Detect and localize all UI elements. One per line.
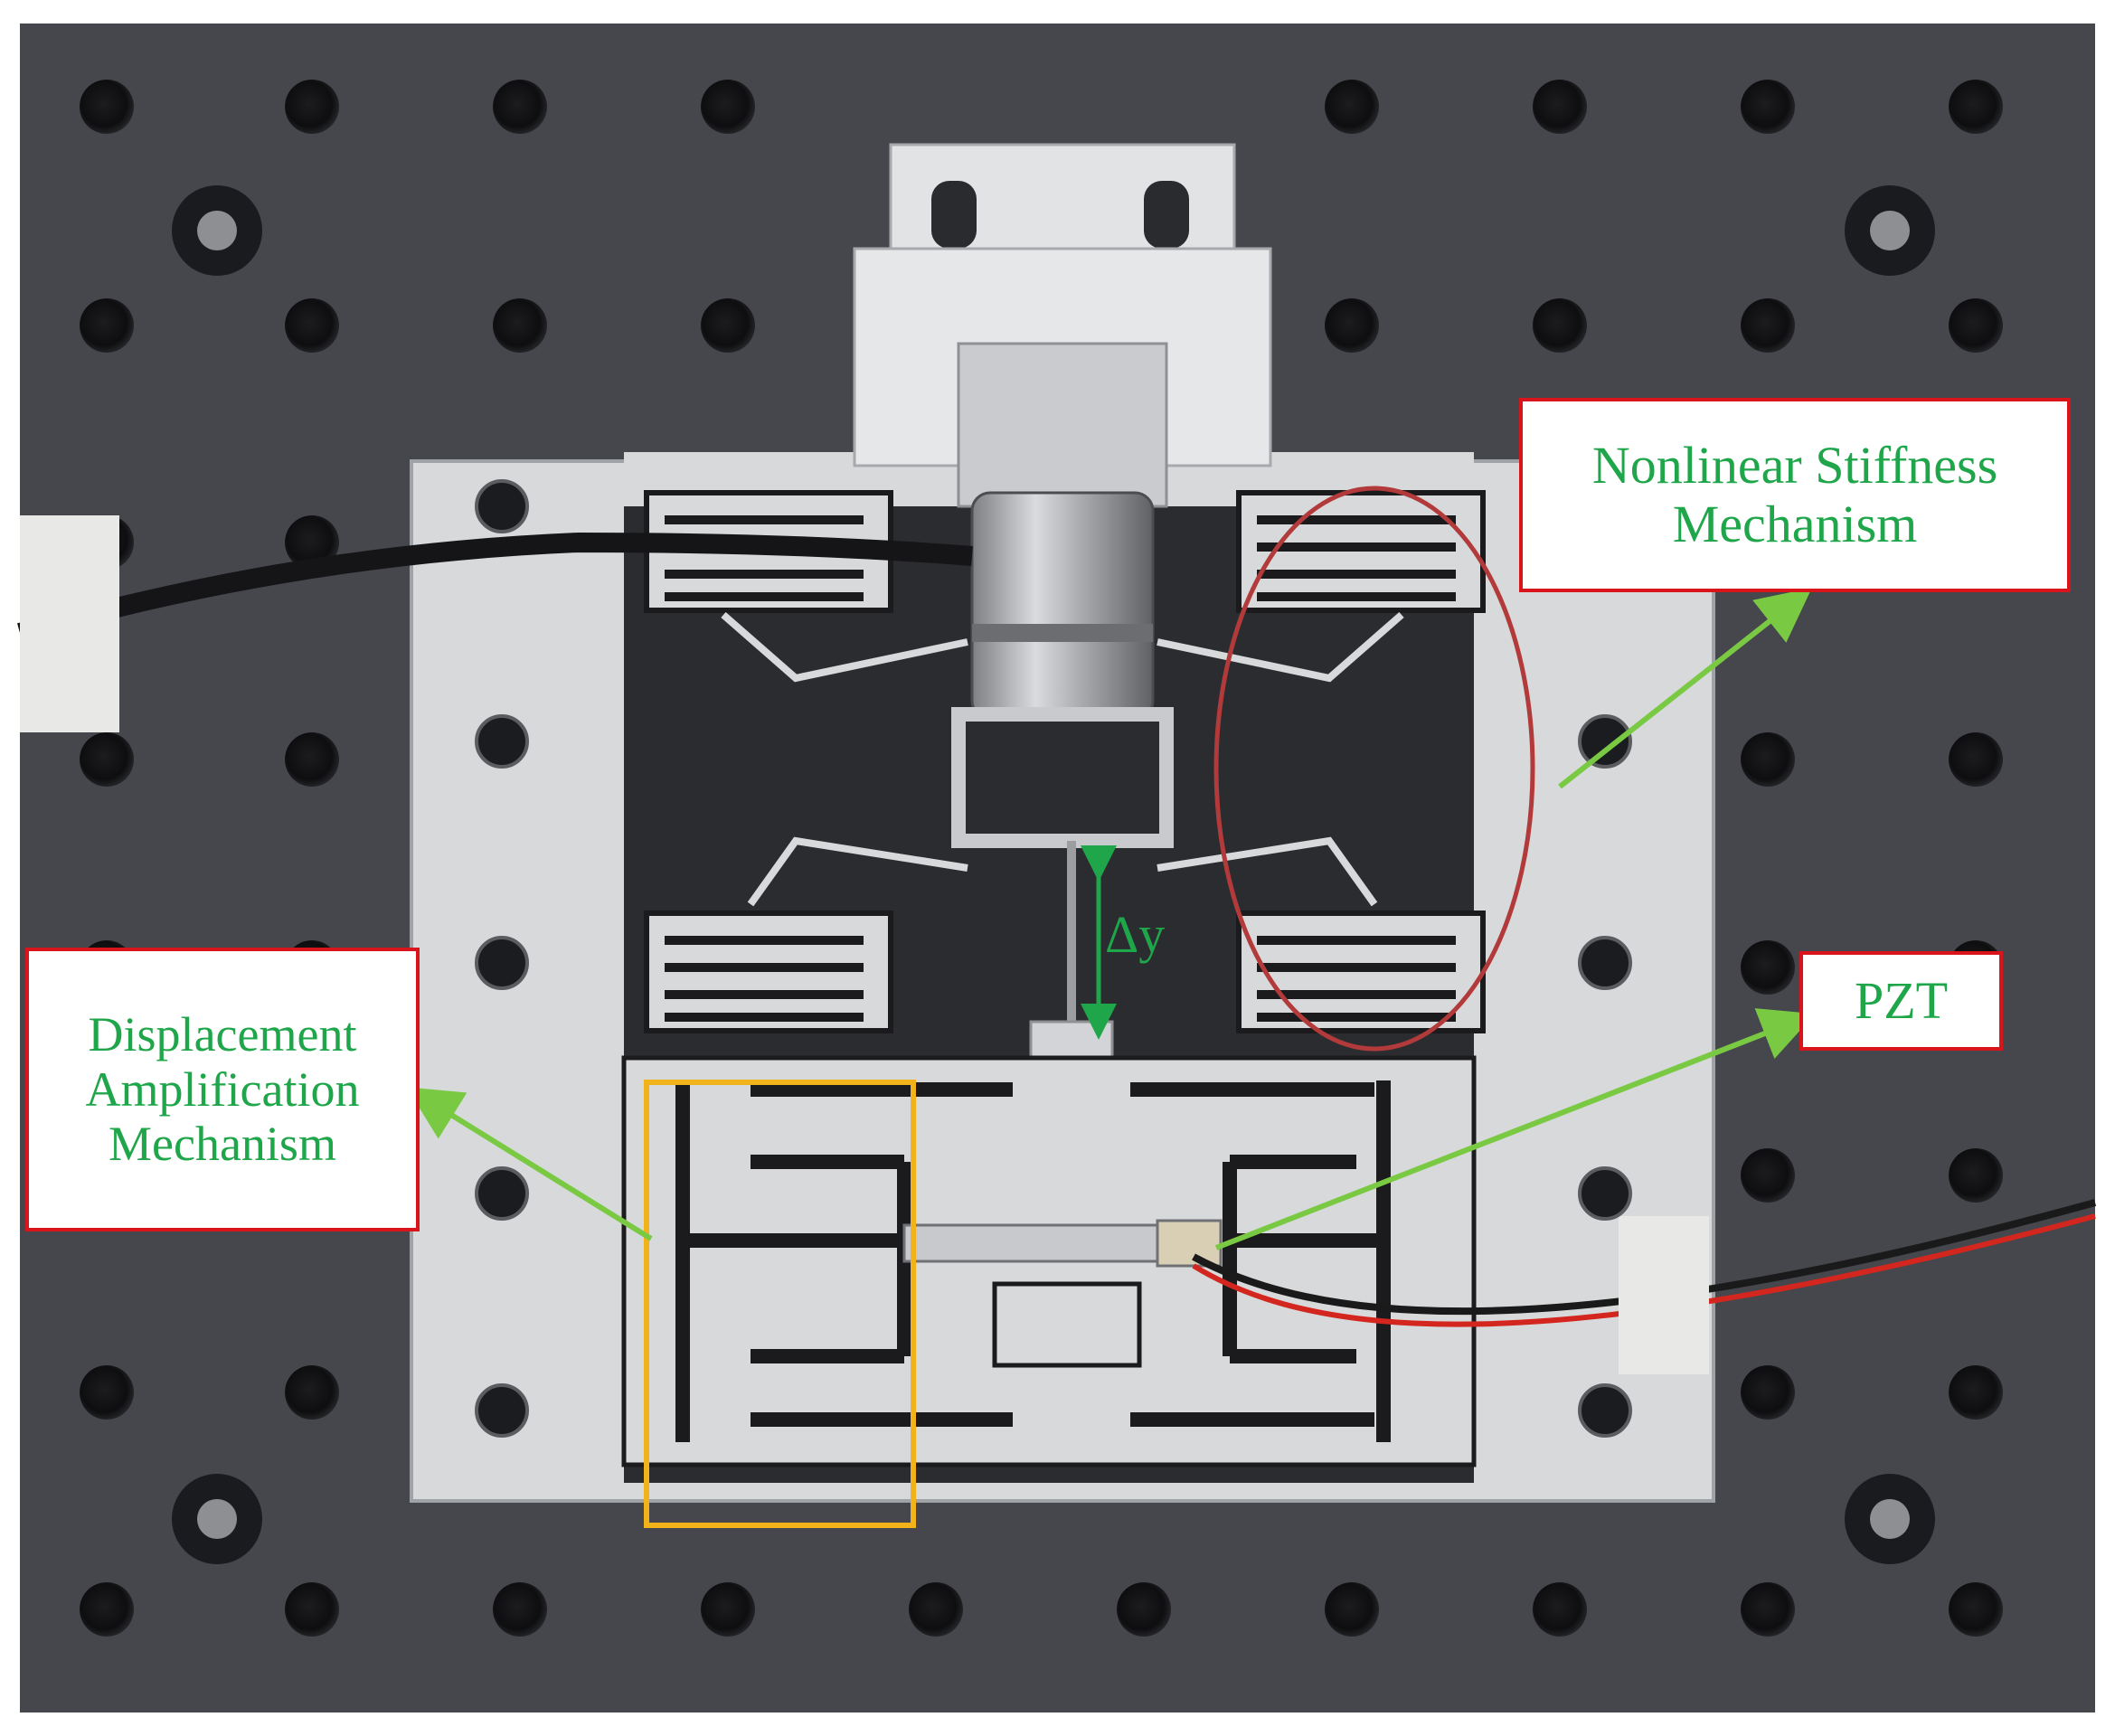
breadboard-hole xyxy=(80,732,134,787)
breadboard-hole xyxy=(701,298,755,353)
pzt-wire-red xyxy=(1192,1213,2096,1327)
breadboard-hole xyxy=(493,80,547,134)
callout-pzt: PZT xyxy=(1799,951,2003,1051)
breadboard-hole xyxy=(80,80,134,134)
breadboard-hole xyxy=(285,732,339,787)
breadboard-hole xyxy=(1949,80,2003,134)
breadboard-hole xyxy=(1949,732,2003,787)
flexure-beams xyxy=(721,611,1404,907)
nonlinear-stiffness-ellipse xyxy=(1213,486,1535,1052)
delta-y-label: Δy xyxy=(1105,905,1166,964)
callout-nonlinear-line1: Nonlinear Stiffness xyxy=(1591,435,1998,495)
breadboard-hole xyxy=(80,1582,134,1637)
spring-slots xyxy=(665,515,1456,1022)
breadboard-hole xyxy=(1533,1582,1587,1637)
breadboard-hole xyxy=(701,80,755,134)
breadboard-hole xyxy=(493,298,547,353)
breadboard-hole xyxy=(285,1582,339,1637)
breadboard-hole xyxy=(493,1582,547,1637)
breadboard-hole xyxy=(1533,80,1587,134)
top-mount xyxy=(853,143,1272,508)
breadboard-holes xyxy=(80,80,2003,1637)
breadboard-hole xyxy=(1741,1148,1795,1203)
breadboard-hole xyxy=(80,1365,134,1420)
amplification-highlight-box xyxy=(644,1080,916,1528)
callout-nonlinear-line2: Mechanism xyxy=(1672,494,1918,553)
amplification-frame xyxy=(621,1055,1477,1467)
callout-pzt-label: PZT xyxy=(1854,970,1949,1030)
left-cable xyxy=(17,532,973,643)
base-screws xyxy=(475,479,1632,1438)
right-tape xyxy=(1619,1216,1709,1374)
arrow-nonlinear xyxy=(1558,588,1812,789)
breadboard-hole xyxy=(1741,1365,1795,1420)
breadboard-hole xyxy=(1325,1582,1379,1637)
breadboard-hole xyxy=(1741,80,1795,134)
breadboard-hole xyxy=(1949,1148,2003,1203)
breadboard-hole xyxy=(1741,940,1795,995)
breadboard-hole xyxy=(1741,1582,1795,1637)
callout-amplification-line2: Amplification xyxy=(85,1061,360,1117)
breadboard-hole xyxy=(701,1582,755,1637)
left-tape xyxy=(20,515,119,732)
breadboard-hole xyxy=(285,1365,339,1420)
callout-nonlinear-stiffness: Nonlinear Stiffness Mechanism xyxy=(1519,398,2071,592)
breadboard-hole xyxy=(1949,1365,2003,1420)
breadboard-hole xyxy=(1117,1582,1171,1637)
pzt-wire-black xyxy=(1192,1199,2097,1316)
arrow-pzt xyxy=(1214,1008,1816,1250)
breadboard-hole xyxy=(285,80,339,134)
breadboard-hole xyxy=(1741,732,1795,787)
breadboard-hole xyxy=(1325,80,1379,134)
breadboard-hole xyxy=(80,298,134,353)
breadboard-hole xyxy=(1949,1582,2003,1637)
breadboard-hole xyxy=(1949,298,2003,353)
breadboard-hole xyxy=(1741,298,1795,353)
callout-amplification-line3: Mechanism xyxy=(109,1117,336,1172)
callout-displacement-amplification: Displacement Amplification Mechanism xyxy=(25,948,420,1231)
breadboard-hole xyxy=(285,515,339,570)
breadboard-hole xyxy=(1533,298,1587,353)
breadboard-hole xyxy=(909,1582,963,1637)
arrow-amplification xyxy=(406,1087,653,1241)
breadboard-hole xyxy=(285,298,339,353)
counterbore-holes xyxy=(172,185,1935,1564)
callout-amplification-line1: Displacement xyxy=(88,1007,357,1062)
breadboard-hole xyxy=(1325,298,1379,353)
